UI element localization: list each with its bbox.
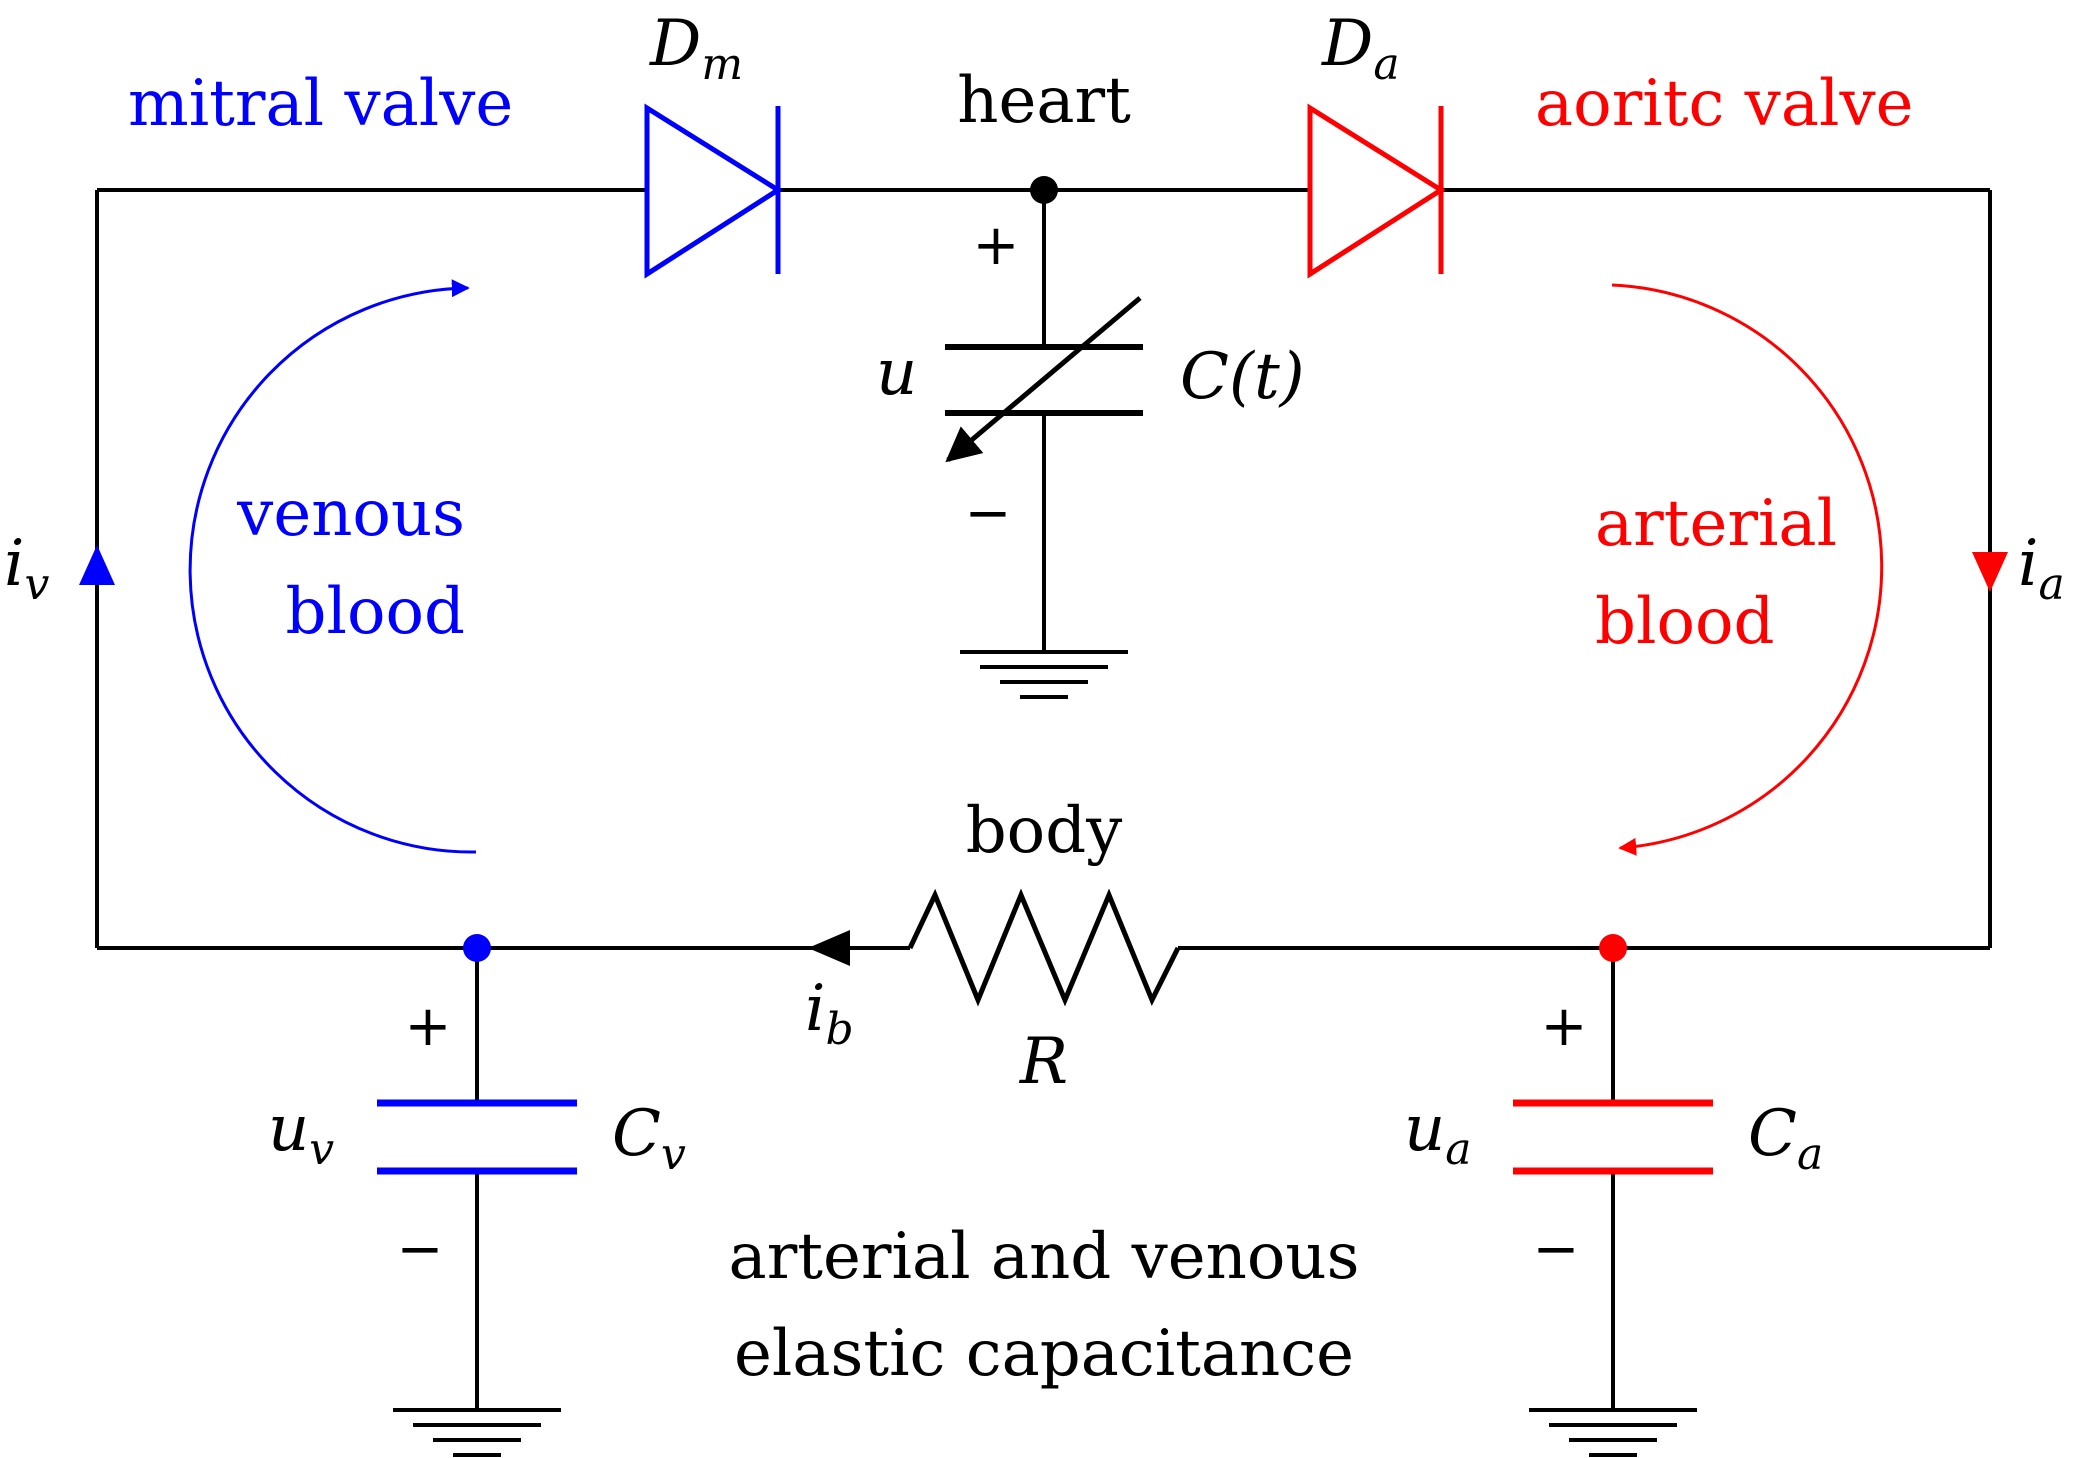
venous-ground [393,1408,561,1457]
venous-voltage-symbol: uv [268,1092,334,1175]
arterial-ground [1529,1408,1697,1457]
arterial-capacitance-symbol: Ca [1748,1097,1823,1180]
current-body-arrow-icon [808,930,850,966]
heart-minus-sign: − [965,481,1012,546]
arterial-capacitor [1513,1099,1713,1175]
capacitance-label-line2: elastic capacitance [734,1317,1354,1391]
arterial-blood-label-line1: arterial [1595,487,1837,561]
aortic-diode [1307,103,1446,279]
arterial-plus-sign: + [1541,994,1588,1059]
venous-minus-sign: − [397,1217,444,1282]
venous-junction-dot [463,934,491,962]
venous-flow-arc-icon [188,279,477,854]
heart-capacitance-symbol: C(t) [1180,340,1305,414]
heart-plus-sign: + [973,213,1020,278]
capacitance-label-line1: arterial and venous [729,1220,1360,1294]
aortic-diode-symbol: Da [1321,7,1400,90]
arterial-blood-label-line2: blood [1595,585,1774,659]
current-arterial-arrow-icon [1972,552,2008,592]
resistor-symbol: R [1019,1025,1068,1099]
arterial-junction-dot [1599,934,1627,962]
current-body-symbol: ib [805,972,854,1055]
venous-capacitor [377,1099,577,1175]
heart-variable-capacitor [945,296,1143,463]
arterial-minus-sign: − [1533,1217,1580,1282]
arterial-flow-arc-icon [1611,283,1884,856]
venous-blood-label-line1: venous [236,477,465,551]
heart-voltage-symbol: u [876,336,917,410]
current-venous-symbol: iv [4,527,49,610]
heart-label: heart [957,64,1131,138]
aortic-valve-label: aoritc valve [1535,67,1913,141]
current-venous-arrow-icon [79,545,115,585]
body-resistor [907,888,1181,1007]
venous-capacitance-symbol: Cv [612,1097,686,1180]
arterial-voltage-symbol: ua [1404,1092,1471,1175]
venous-plus-sign: + [405,994,452,1059]
mitral-valve-label: mitral valve [128,67,513,141]
heart-ground [960,650,1128,699]
mitral-diode-symbol: Dm [649,7,743,90]
body-label: body [966,794,1123,868]
heart-junction-dot [1030,176,1058,204]
current-arterial-symbol: ia [2018,527,2065,610]
venous-blood-label-line2: blood [286,575,465,649]
mitral-diode [644,103,783,279]
